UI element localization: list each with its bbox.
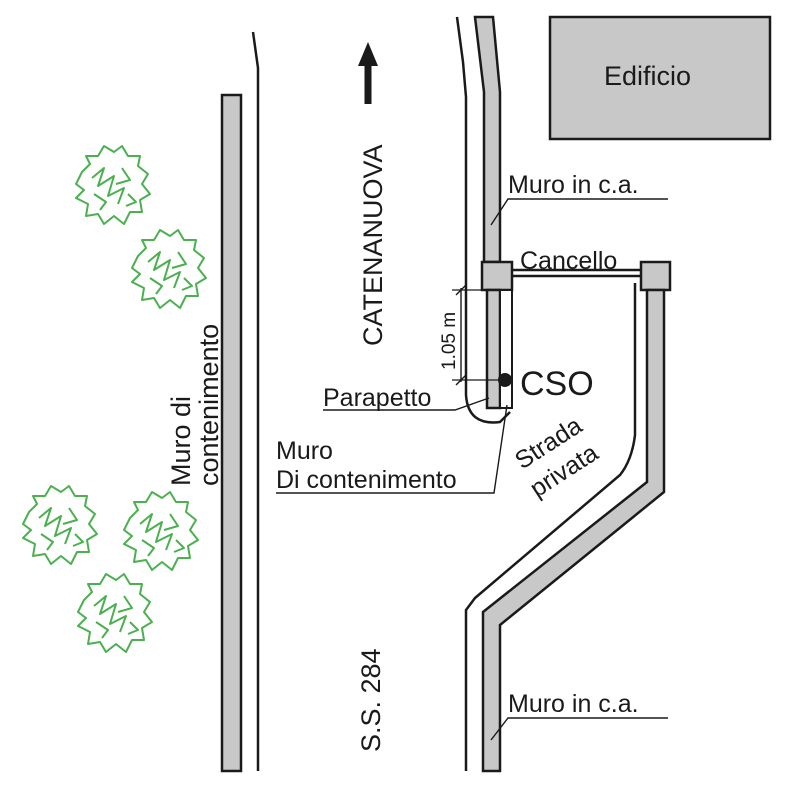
parapetto-label: Parapetto bbox=[323, 384, 431, 412]
muro-ca-bottom-leader bbox=[490, 717, 668, 741]
parapetto-wall bbox=[485, 288, 502, 410]
edificio-building bbox=[548, 15, 772, 141]
muro-ca-top-label: Muro in c.a. bbox=[508, 171, 639, 199]
parapetto-leader bbox=[323, 397, 490, 411]
muro-contenimento-right-line1: Muro bbox=[276, 437, 333, 465]
catenanuova-label: CATENANUOVA bbox=[358, 144, 388, 346]
muro-contenimento-segment bbox=[499, 289, 513, 409]
left-wall-label-line1: Muro di bbox=[166, 396, 196, 486]
edificio-label: Edificio bbox=[604, 61, 691, 91]
dimension-label: 1.05 m bbox=[439, 312, 460, 370]
muro-ca-bottom-label: Muro in c.a. bbox=[508, 690, 639, 718]
tree-icon bbox=[131, 229, 207, 309]
gate-post-left bbox=[480, 260, 514, 292]
muro-contenimento-right-line2: Di contenimento bbox=[276, 466, 457, 494]
cso-label: CSO bbox=[520, 365, 594, 403]
dimension-1-05 bbox=[452, 284, 504, 386]
left-wall-label-line2: contenimento bbox=[194, 324, 224, 486]
gate-post-right bbox=[639, 260, 672, 292]
tree-icon bbox=[75, 145, 151, 225]
road-right-edge-lower bbox=[464, 283, 637, 771]
north-arrow-icon bbox=[358, 42, 378, 104]
muro-ca-upper bbox=[473, 15, 502, 264]
left-retaining-wall bbox=[220, 93, 243, 773]
tree-icon bbox=[77, 573, 153, 653]
road-name-label: S.S. 284 bbox=[356, 648, 386, 752]
road-left-edge bbox=[251, 31, 260, 771]
tree-icon bbox=[22, 485, 98, 565]
road-right-edge bbox=[455, 16, 511, 424]
muro-ca-top-leader bbox=[490, 198, 668, 226]
cancello-label: Cancello bbox=[520, 247, 617, 275]
tree-icon bbox=[123, 491, 199, 571]
muro-ca-lower bbox=[481, 288, 666, 773]
muro-contenimento-right-leader bbox=[276, 404, 508, 494]
cso-dot-icon bbox=[498, 373, 512, 387]
